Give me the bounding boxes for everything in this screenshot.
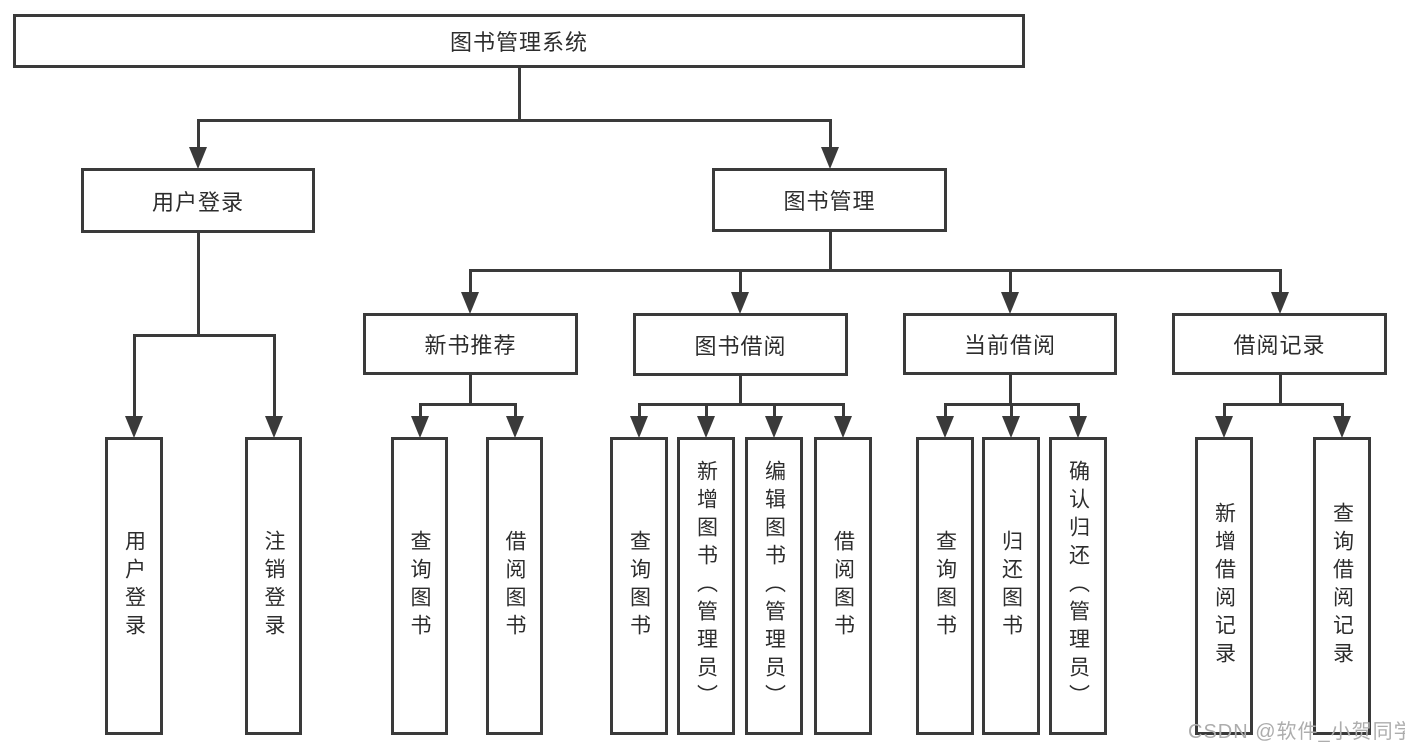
node-leaf-borrow-book-recommend-label: 借阅图书 — [503, 530, 526, 642]
connector-drop-book-borrow-to-leaves-1 — [704, 404, 708, 420]
connector-drop-book-borrow-to-leaves-2 — [772, 404, 776, 420]
arrowhead-icon-root-to-level2-0 — [189, 147, 207, 169]
connector-bar-book-mgmt-to-level3 — [468, 268, 1282, 272]
node-leaf-logout-label: 注销登录 — [262, 530, 285, 642]
arrowhead-icon-book-mgmt-to-level3-2 — [1001, 292, 1019, 314]
node-branch-new-book-recommend-label: 新书推荐 — [424, 333, 517, 358]
node-leaf-edit-book-admin: 编辑图书（管理员） — [745, 437, 803, 735]
node-branch-book-borrow-label: 图书借阅 — [694, 333, 787, 359]
node-branch-borrow-records: 借阅记录 — [1172, 313, 1387, 375]
node-system-root-label: 图书管理系统 — [449, 30, 588, 55]
connector-drop-user-login-to-leaves-0 — [132, 335, 136, 420]
connector-trunk-user-login-to-leaves — [196, 233, 200, 335]
node-leaf-return-book-label: 归还图书 — [999, 530, 1023, 642]
node-leaf-query-borrow-record-label: 查询借阅记录 — [1330, 502, 1354, 670]
connector-bar-recommend-to-leaves — [418, 402, 517, 406]
node-leaf-query-book-borrow: 查询图书 — [610, 437, 668, 735]
node-leaf-query-book-current: 查询图书 — [916, 437, 974, 735]
arrowhead-icon-root-to-level2-1 — [821, 147, 839, 169]
arrowhead-icon-current-borrow-to-leaves-1 — [1002, 416, 1020, 438]
node-branch-new-book-recommend: 新书推荐 — [363, 313, 578, 375]
connector-drop-book-mgmt-to-level3-3 — [1278, 270, 1282, 296]
node-leaf-user-login-label: 用户登录 — [122, 530, 146, 642]
connector-trunk-book-mgmt-to-level3 — [828, 232, 832, 270]
node-leaf-borrow-book-label: 借阅图书 — [831, 530, 855, 642]
arrowhead-icon-book-borrow-to-leaves-3 — [834, 416, 852, 438]
connector-drop-root-to-level2-1 — [828, 120, 832, 151]
node-leaf-query-book-current-label: 查询图书 — [933, 530, 957, 642]
node-leaf-add-borrow-record-label: 新增借阅记录 — [1212, 502, 1236, 670]
connector-drop-book-borrow-to-leaves-0 — [637, 404, 641, 420]
connector-drop-current-borrow-to-leaves-2 — [1076, 404, 1080, 420]
arrowhead-icon-book-borrow-to-leaves-2 — [765, 416, 783, 438]
connector-trunk-root-to-level2 — [517, 68, 521, 120]
arrowhead-icon-book-borrow-to-leaves-1 — [697, 416, 715, 438]
arrowhead-icon-book-mgmt-to-level3-1 — [731, 292, 749, 314]
connector-drop-current-borrow-to-leaves-1 — [1009, 404, 1013, 420]
connector-drop-user-login-to-leaves-1 — [272, 335, 276, 420]
node-leaf-add-book-admin-label: 新增图书（管理员） — [694, 460, 718, 712]
connector-drop-current-borrow-to-leaves-0 — [943, 404, 947, 420]
connector-trunk-book-borrow-to-leaves — [738, 376, 742, 404]
connector-drop-records-to-leaves-0 — [1222, 404, 1226, 420]
arrowhead-icon-book-mgmt-to-level3-3 — [1271, 292, 1289, 314]
node-leaf-user-login: 用户登录 — [105, 437, 163, 735]
arrowhead-icon-current-borrow-to-leaves-2 — [1069, 416, 1087, 438]
node-leaf-confirm-return-admin: 确认归还（管理员） — [1049, 437, 1107, 735]
connector-bar-records-to-leaves — [1222, 402, 1344, 406]
arrowhead-icon-records-to-leaves-0 — [1215, 416, 1233, 438]
connector-drop-recommend-to-leaves-1 — [513, 404, 517, 420]
node-leaf-edit-book-admin-label: 编辑图书（管理员） — [762, 460, 786, 712]
node-leaf-borrow-book-recommend: 借阅图书 — [486, 437, 543, 735]
node-branch-current-borrow-label: 当前借阅 — [963, 333, 1056, 358]
connector-trunk-records-to-leaves — [1278, 375, 1282, 404]
node-leaf-borrow-book: 借阅图书 — [814, 437, 872, 735]
node-leaf-confirm-return-admin-label: 确认归还（管理员） — [1066, 460, 1090, 712]
csdn-watermark: CSDN @软件_小贺同学 — [1188, 721, 1405, 743]
arrowhead-icon-records-to-leaves-1 — [1333, 416, 1351, 438]
connector-bar-user-login-to-leaves — [132, 333, 276, 337]
node-leaf-query-book-recommend-label: 查询图书 — [408, 530, 431, 642]
connector-bar-book-borrow-to-leaves — [637, 402, 845, 406]
arrowhead-icon-user-login-to-leaves-1 — [265, 416, 283, 438]
arrowhead-icon-recommend-to-leaves-1 — [506, 416, 524, 438]
node-leaf-add-borrow-record: 新增借阅记录 — [1195, 437, 1253, 735]
node-branch-book-management: 图书管理 — [712, 168, 947, 232]
arrowhead-icon-book-mgmt-to-level3-0 — [461, 292, 479, 314]
node-branch-current-borrow: 当前借阅 — [903, 313, 1117, 375]
node-branch-user-login: 用户登录 — [81, 168, 315, 233]
node-leaf-query-book-borrow-label: 查询图书 — [627, 530, 651, 642]
connector-drop-book-mgmt-to-level3-1 — [738, 270, 742, 296]
connector-trunk-current-borrow-to-leaves — [1008, 375, 1012, 404]
node-leaf-return-book: 归还图书 — [982, 437, 1040, 735]
node-leaf-query-borrow-record: 查询借阅记录 — [1313, 437, 1371, 735]
connector-drop-book-mgmt-to-level3-0 — [468, 270, 472, 296]
connector-drop-book-mgmt-to-level3-2 — [1008, 270, 1012, 296]
node-leaf-query-book-recommend: 查询图书 — [391, 437, 448, 735]
node-branch-book-management-label: 图书管理 — [783, 189, 876, 214]
connector-bar-root-to-level2 — [196, 118, 832, 122]
connector-drop-root-to-level2-0 — [196, 120, 200, 151]
node-system-root: 图书管理系统 — [13, 14, 1025, 68]
arrowhead-icon-current-borrow-to-leaves-0 — [936, 416, 954, 438]
connector-trunk-recommend-to-leaves — [468, 375, 472, 404]
arrowhead-icon-recommend-to-leaves-0 — [411, 416, 429, 438]
connector-drop-recommend-to-leaves-0 — [418, 404, 422, 420]
node-branch-user-login-label: 用户登录 — [151, 189, 244, 215]
connector-drop-book-borrow-to-leaves-3 — [841, 404, 845, 420]
node-leaf-add-book-admin: 新增图书（管理员） — [677, 437, 735, 735]
arrowhead-icon-user-login-to-leaves-0 — [125, 416, 143, 438]
node-leaf-logout: 注销登录 — [245, 437, 302, 735]
node-branch-borrow-records-label: 借阅记录 — [1233, 333, 1326, 358]
arrowhead-icon-book-borrow-to-leaves-0 — [630, 416, 648, 438]
connector-drop-records-to-leaves-1 — [1340, 404, 1344, 420]
node-branch-book-borrow: 图书借阅 — [633, 313, 848, 376]
